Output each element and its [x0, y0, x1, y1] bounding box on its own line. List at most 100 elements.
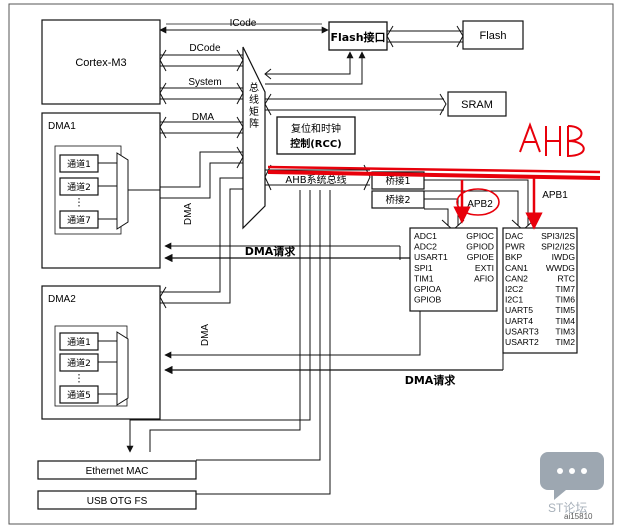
flash-link: [386, 25, 464, 48]
usb-otg-block: USB OTG FS: [37, 490, 197, 510]
forum-watermark: ST论坛 ai15810: [540, 452, 604, 521]
dma2-channel-lines: [98, 340, 117, 395]
bus-matrix-label: 总线矩阵: [247, 81, 259, 130]
dma1-arbiter: [116, 152, 129, 230]
apb1-periph-can1: CAN1: [505, 263, 528, 273]
apb1-periph-spi2-i2s: SPI2/I2S: [541, 242, 575, 252]
flash-block: Flash: [462, 20, 524, 50]
dma-bus-top: DMA: [159, 112, 244, 139]
apb1-periph-i2c1: I2C1: [505, 295, 523, 305]
flash-interface-label: Flash接口: [330, 30, 385, 44]
ahb-label: AHB系统总线: [285, 173, 346, 186]
icode-label: ICode: [230, 18, 257, 29]
sram-bus: [264, 93, 447, 116]
apb1-periph-usart2: USART2: [505, 337, 539, 347]
apb1-periph-tim5: TIM5: [555, 305, 575, 315]
apb1-periph-dac: DAC: [505, 231, 523, 241]
apb1-periph-tim6: TIM6: [555, 295, 575, 305]
bus-matrix-block: 总线矩阵: [242, 46, 266, 230]
svg-text:通道2: 通道2: [67, 357, 91, 369]
system-bus: System: [159, 77, 244, 105]
dma2-label: DMA2: [48, 294, 76, 305]
apb1-peripherals: DACPWRBKPCAN1CAN2I2C2I2C1UART5UART4USART…: [502, 227, 578, 354]
dma1-channel-lines: [98, 162, 117, 220]
apb2-periph-adc2: ADC2: [414, 242, 437, 252]
apb1-bus: APB1: [424, 179, 568, 231]
diagram-code: ai15810: [564, 512, 593, 521]
svg-text:通道1: 通道1: [67, 158, 91, 170]
apb2-periph-gpioa: GPIOA: [414, 284, 441, 294]
icode-bus: ICode: [159, 18, 329, 34]
dma2-channel-1: 通道1: [59, 332, 99, 351]
dma1-vertical-bus: DMA: [160, 146, 244, 226]
dma1-label: DMA1: [48, 121, 76, 132]
apb2-periph-spi1: SPI1: [414, 263, 433, 273]
svg-text:桥接1: 桥接1: [385, 175, 410, 187]
apb2-periph-afio: AFIO: [474, 273, 494, 283]
apb1-periph-rtc: RTC: [557, 273, 575, 283]
dma1-channel-7: 通道7: [59, 210, 99, 229]
apb2-periph-usart1: USART1: [414, 252, 448, 262]
matrix-flash-arrowhead: [264, 68, 272, 80]
cortex-m3-block: Cortex-M3: [41, 19, 161, 105]
apb2-periph-gpioe: GPIOE: [467, 252, 494, 262]
rcc-label-1: 复位和时钟: [291, 122, 341, 135]
dma1-block: DMA1 通道1 通道2 通道7: [41, 112, 161, 269]
svg-text:通道5: 通道5: [67, 389, 91, 401]
sram-label: SRAM: [461, 99, 493, 111]
apb1-periph-usart3: USART3: [505, 326, 539, 336]
dma-request-label-2: DMA请求: [405, 373, 457, 387]
flash-label: Flash: [480, 30, 507, 42]
dma2-channel-5: 通道5: [59, 385, 99, 404]
dma-request-line-2: DMA请求: [164, 311, 504, 387]
apb1-periph-iwdg: IWDG: [552, 252, 576, 262]
flash-interface-block: Flash接口: [328, 21, 388, 51]
rcc-label-2: 控制(RCC): [290, 137, 342, 150]
ethernet-label: Ethernet MAC: [86, 466, 149, 477]
bridge-1: 桥接1: [371, 171, 425, 190]
apb1-periph-uart5: UART5: [505, 305, 533, 315]
apb2-periph-gpiod: GPIOD: [466, 242, 494, 252]
svg-text:通道7: 通道7: [67, 214, 91, 226]
matrix-to-flash-line-2: [265, 51, 366, 85]
apb2-periph-tim1: TIM1: [414, 273, 434, 283]
apb1-periph-pwr: PWR: [505, 242, 525, 252]
apb2-periph-exti: EXTI: [475, 263, 494, 273]
sram-block: SRAM: [447, 91, 507, 117]
apb1-periph-uart4: UART4: [505, 316, 533, 326]
dma-request-line-1: DMA请求: [164, 242, 410, 263]
dcode-label: DCode: [189, 43, 221, 54]
dma-vertical-label-1: DMA: [183, 203, 194, 226]
apb2-periph-gpiob: GPIOB: [414, 295, 441, 305]
apb1-periph-bkp: BKP: [505, 252, 522, 262]
dma2-block: DMA2 通道1 通道2 通道5: [41, 285, 161, 420]
svg-text:通道2: 通道2: [67, 181, 91, 193]
dma-bus-label: DMA: [192, 112, 215, 123]
apb1-periph-tim7: TIM7: [555, 284, 575, 294]
apb1-periph-tim4: TIM4: [555, 316, 575, 326]
apb1-periph-tim2: TIM2: [555, 337, 575, 347]
svg-text:桥接2: 桥接2: [385, 194, 410, 206]
ahb-to-ethernet-usb: [126, 190, 331, 495]
ahb-red-annotation: [267, 122, 601, 230]
ethernet-mac-block: Ethernet MAC: [37, 460, 197, 480]
dma1-channel-1: 通道1: [59, 154, 99, 173]
apb2-label: APB2: [467, 199, 493, 210]
watermark-text: ST论坛: [548, 501, 587, 515]
apb1-periph-i2c2: I2C2: [505, 284, 523, 294]
outer-frame: [8, 3, 614, 525]
bridge-2: 桥接2: [371, 190, 425, 209]
apb1-periph-wwdg: WWDG: [546, 263, 575, 273]
apb2-periph-gpioc: GPIOC: [466, 231, 494, 241]
apb1-periph-spi3-i2s: SPI3/I2S: [541, 231, 575, 241]
apb1-periph-can2: CAN2: [505, 273, 528, 283]
dma2-arbiter: [116, 331, 129, 406]
apb2-periph-adc1: ADC1: [414, 231, 437, 241]
usb-label: USB OTG FS: [87, 496, 148, 507]
system-label: System: [188, 77, 221, 88]
dcode-bus: DCode: [159, 43, 244, 72]
dma-request-label-1: DMA请求: [245, 244, 297, 258]
matrix-to-flash-line: [265, 51, 354, 75]
